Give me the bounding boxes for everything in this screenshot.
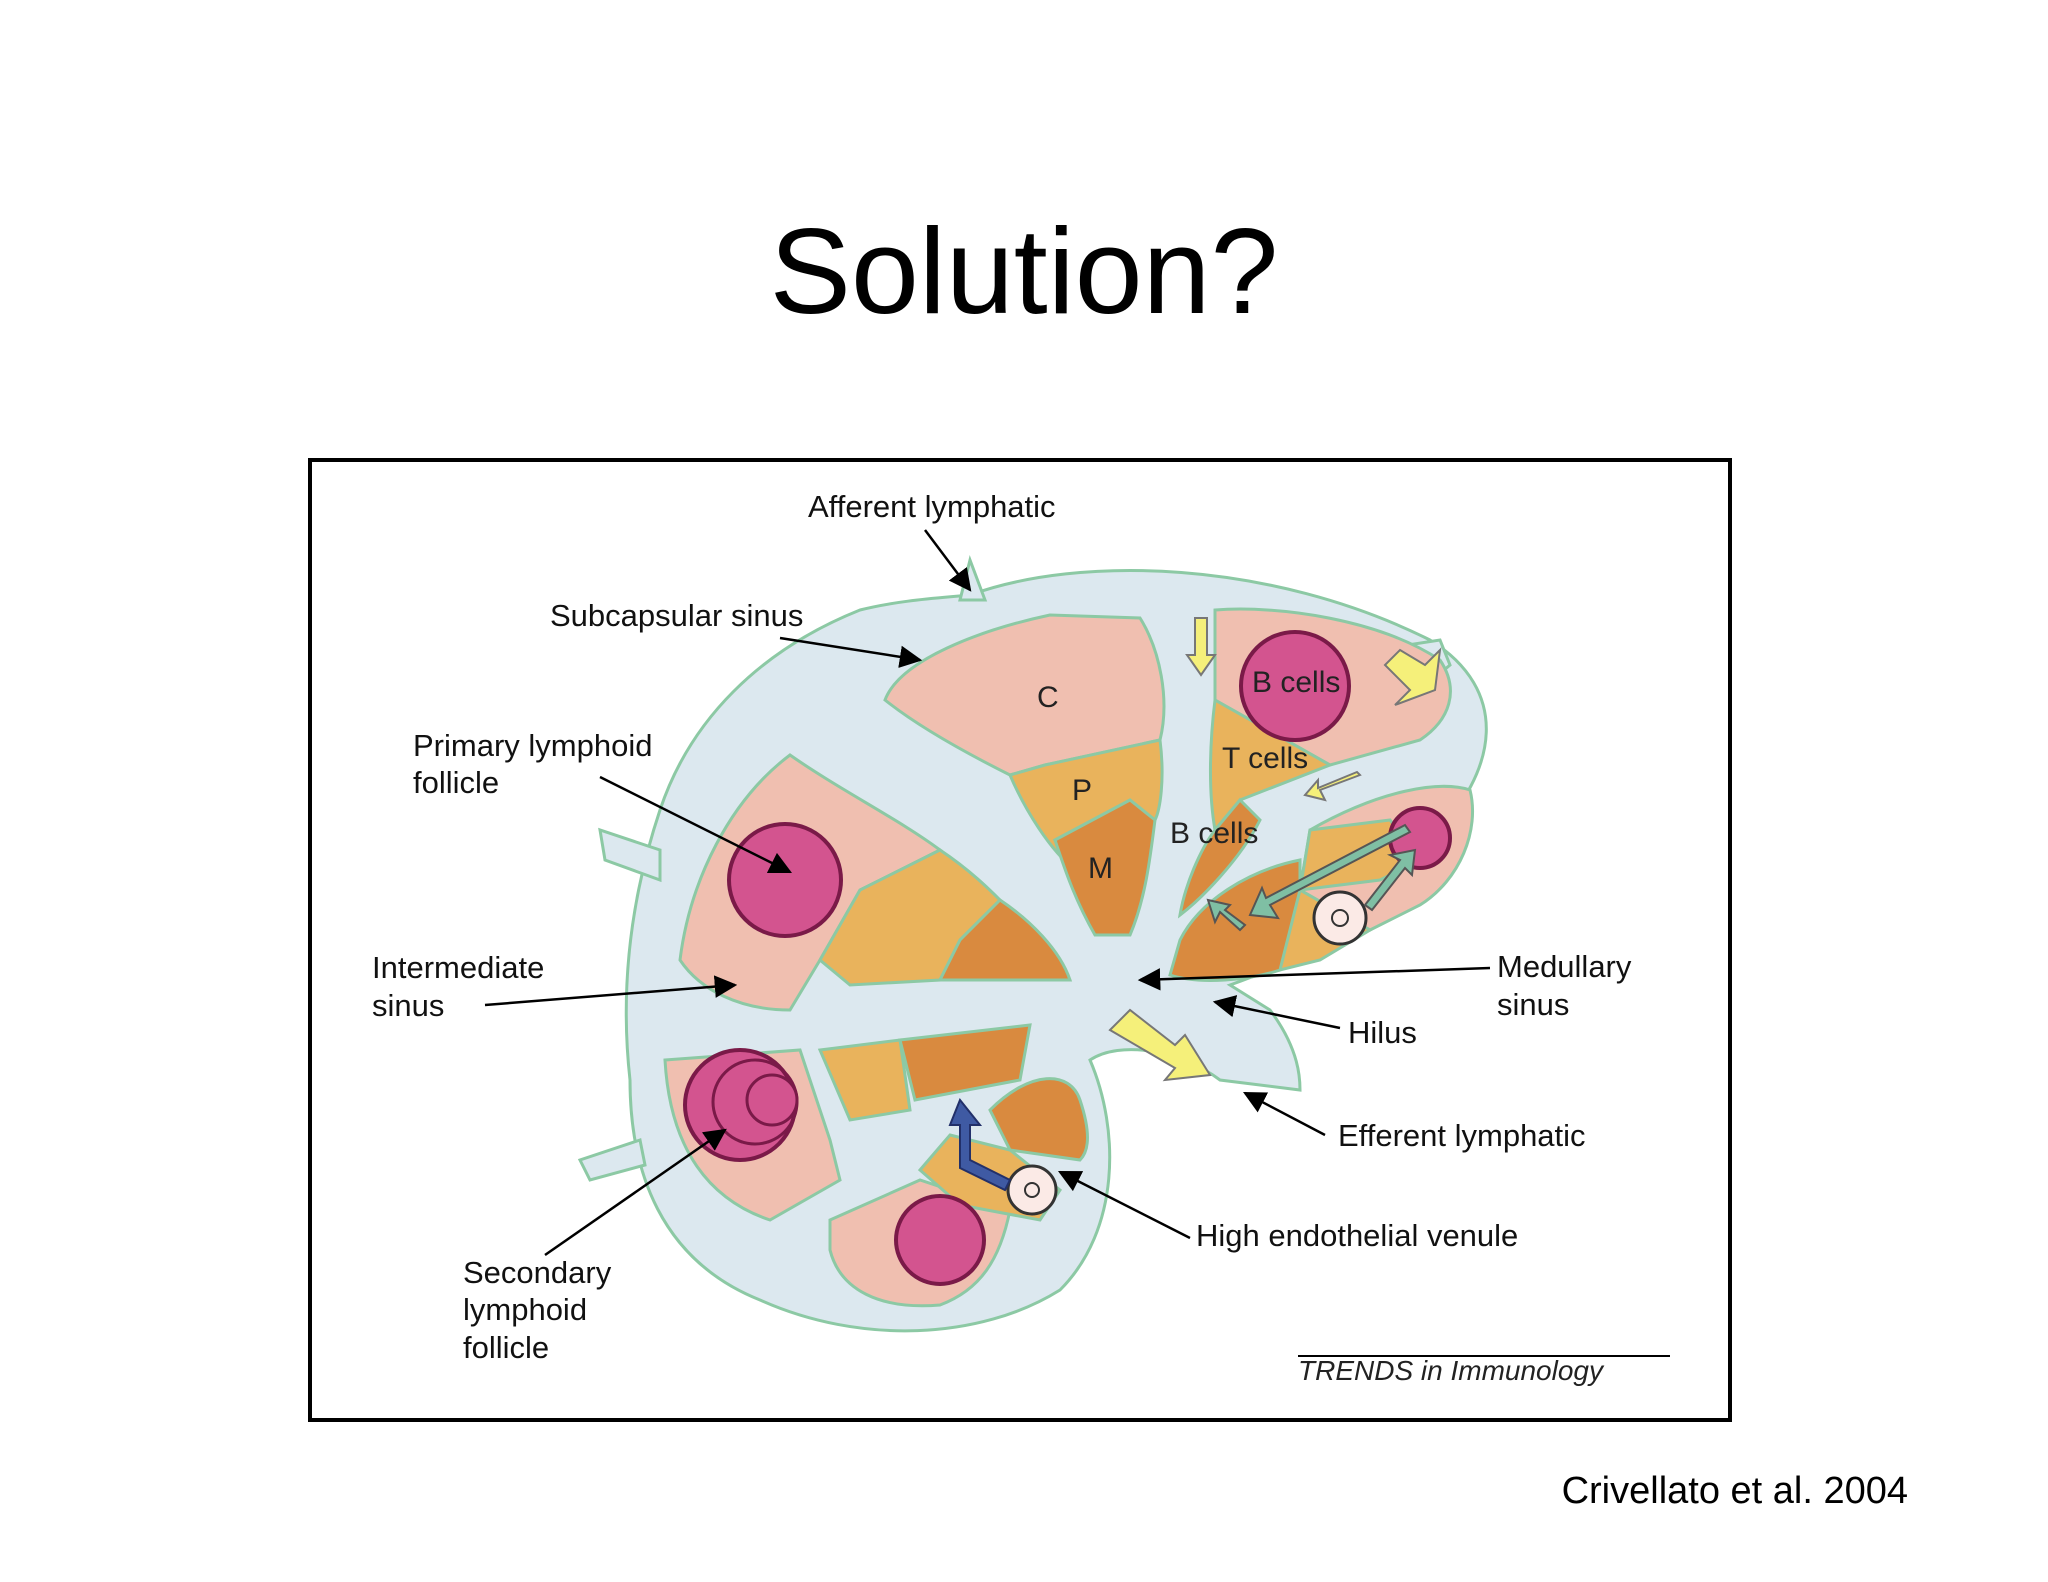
label-paracortex: P xyxy=(1072,774,1092,807)
label-subcapsular-sinus: Subcapsular sinus xyxy=(550,598,803,633)
label-medulla: M xyxy=(1088,852,1113,885)
label-medullary-sinus: sinus xyxy=(1497,987,1569,1022)
label-primary-follicle: Primary lymphoid xyxy=(413,728,652,763)
label-t-cells: T cells xyxy=(1222,742,1308,775)
follicle xyxy=(896,1196,984,1284)
label-intermediate-sinus: sinus xyxy=(372,988,444,1023)
high-endothelial-venule xyxy=(1008,1166,1056,1214)
label-secondary-follicle: follicle xyxy=(463,1330,549,1365)
secondary-lymphoid-follicle xyxy=(685,1050,797,1160)
label-b-cells-top: B cells xyxy=(1252,666,1340,699)
high-endothelial-venule xyxy=(1314,892,1366,944)
label-intermediate-sinus: Intermediate xyxy=(372,950,544,985)
label-primary-follicle: follicle xyxy=(413,765,499,800)
primary-lymphoid-follicle xyxy=(729,824,841,936)
label-hilus: Hilus xyxy=(1348,1015,1417,1050)
label-afferent-lymphatic: Afferent lymphatic xyxy=(808,489,1056,524)
label-b-cells-mid: B cells xyxy=(1170,817,1258,850)
citation: Crivellato et al. 2004 xyxy=(1562,1470,1908,1513)
label-medullary-sinus: Medullary xyxy=(1497,949,1632,984)
label-high-endothelial-venule: High endothelial venule xyxy=(1196,1218,1518,1253)
label-secondary-follicle: Secondary xyxy=(463,1255,612,1290)
label-efferent-lymphatic: Efferent lymphatic xyxy=(1338,1118,1586,1153)
figure-source: TRENDS in Immunology xyxy=(1298,1355,1605,1386)
label-secondary-follicle: lymphoid xyxy=(463,1292,587,1327)
label-cortex: C xyxy=(1037,681,1059,714)
